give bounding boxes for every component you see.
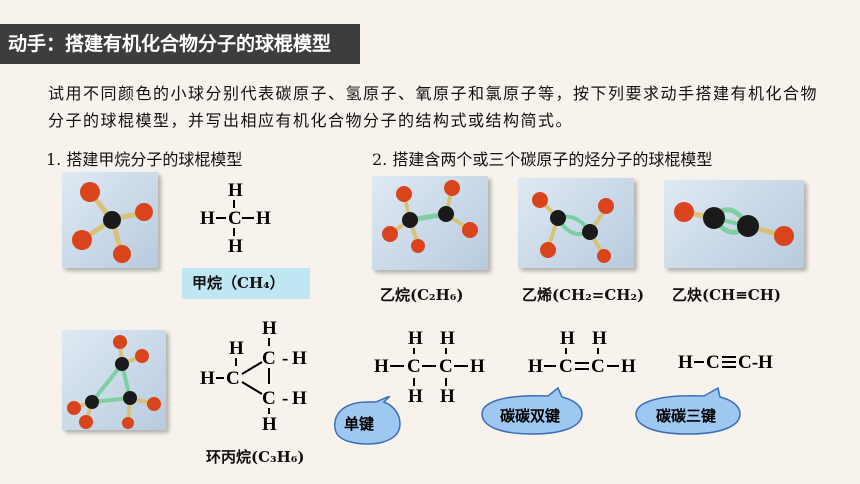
single-bond-callout: 单键 <box>328 396 406 454</box>
atom-h: H <box>256 208 271 229</box>
svg-text:H: H <box>440 328 455 349</box>
svg-text:H: H <box>592 328 607 349</box>
cyclopropane-formula: H H C - H H C C - H H <box>196 316 326 436</box>
svg-text:H: H <box>292 348 307 369</box>
svg-text:H: H <box>200 368 215 389</box>
methane-formula: H H C H H <box>198 176 288 260</box>
svg-text:-: - <box>282 388 288 409</box>
section-2-label: 2. 搭建含两个或三个碳原子的烃分子的球棍模型 <box>372 150 713 169</box>
atom-h: H <box>228 236 243 257</box>
svg-text:H: H <box>262 318 277 339</box>
svg-text:C: C <box>559 356 573 377</box>
svg-text:H: H <box>262 414 277 435</box>
svg-text:C: C <box>262 388 276 409</box>
ethylene-formula: H H H C C H <box>528 326 648 380</box>
svg-text:H: H <box>528 356 543 377</box>
svg-text:H: H <box>408 328 423 349</box>
atom-h: H <box>200 208 215 229</box>
svg-text:H: H <box>374 356 389 377</box>
acetylene-formula: H C C-H <box>678 346 798 376</box>
svg-text:H: H <box>440 386 455 407</box>
svg-text:C: C <box>706 352 720 373</box>
acetylene-model-photo <box>664 180 804 268</box>
ethylene-model-photo <box>518 178 634 268</box>
methane-model-photo <box>62 172 158 268</box>
svg-text:C: C <box>226 368 240 389</box>
svg-text:C-H: C-H <box>738 352 773 373</box>
intro-text: 试用不同颜色的小球分别代表碳原子、氢原子、氧原子和氯原子等，按下列要求动手搭建有… <box>48 84 819 130</box>
svg-text:H: H <box>292 388 307 409</box>
ethylene-label: 乙烯(CH₂=CH₂) <box>522 286 645 304</box>
ethane-label: 乙烷(C₂H₆) <box>380 286 464 304</box>
svg-text:H: H <box>678 352 693 373</box>
methane-name-label: 甲烷（CH₄） <box>182 268 310 299</box>
svg-text:H: H <box>470 356 485 377</box>
ethane-formula: H H H C C H H H <box>374 326 494 410</box>
svg-text:单键: 单键 <box>344 415 374 433</box>
svg-text:C: C <box>439 356 453 377</box>
page-title: 动手：搭建有机化合物分子的球棍模型 <box>0 24 360 64</box>
atom-h: H <box>228 180 243 201</box>
triple-bond-callout: 碳碳三键 <box>632 384 746 440</box>
svg-text:H: H <box>229 338 244 359</box>
double-bond-callout: 碳碳双键 <box>478 384 588 440</box>
ethane-model-photo <box>372 176 488 270</box>
section-1-label: 1. 搭建甲烷分子的球棍模型 <box>46 150 243 169</box>
atom-c: C <box>228 208 242 229</box>
svg-text:H: H <box>408 386 423 407</box>
svg-text:H: H <box>621 356 636 377</box>
svg-text:C: C <box>407 356 421 377</box>
svg-text:C: C <box>591 356 605 377</box>
cyclopropane-label: 环丙烷(C₃H₆) <box>206 448 305 466</box>
svg-text:H: H <box>560 328 575 349</box>
cyclopropane-model-photo <box>62 330 166 430</box>
svg-text:碳碳三键: 碳碳三键 <box>656 407 716 425</box>
svg-text:C: C <box>262 348 276 369</box>
acetylene-label: 乙炔(CH≡CH) <box>672 286 781 304</box>
svg-text:碳碳双键: 碳碳双键 <box>500 407 560 425</box>
svg-text:-: - <box>282 348 288 369</box>
